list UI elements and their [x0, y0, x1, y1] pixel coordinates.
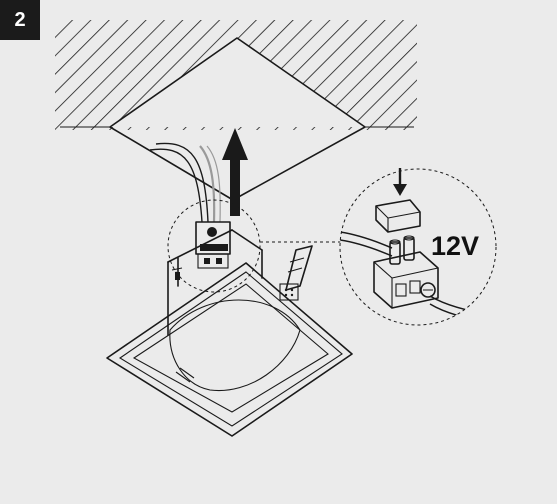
arrow-down-icon	[393, 168, 407, 196]
connector-detail-callout	[339, 168, 497, 326]
voltage-label: 12V	[431, 231, 479, 261]
arrow-up-icon	[222, 128, 248, 216]
ceiling-section	[55, 20, 417, 201]
downlight-fixture	[106, 221, 353, 437]
step-number-badge: 2	[0, 0, 40, 40]
supply-cables	[149, 142, 221, 223]
detail-indicator-circle	[167, 199, 261, 293]
